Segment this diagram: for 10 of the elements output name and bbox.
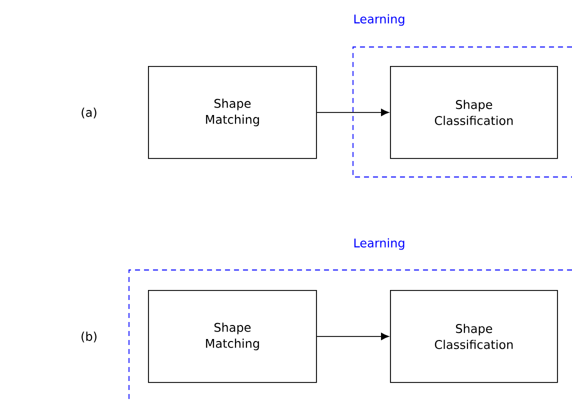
process-box: Shape Classification [390,290,558,383]
heading: Learning [354,14,404,26]
panel-label: (a) [82,108,96,118]
arrow [316,332,389,340]
panel-label: (b) [82,332,96,342]
arrow [316,108,389,116]
process-box: Shape Classification [390,66,558,159]
heading: Learning [354,238,404,250]
process-box: Shape Matching [148,66,317,159]
process-box: Shape Matching [148,290,317,383]
